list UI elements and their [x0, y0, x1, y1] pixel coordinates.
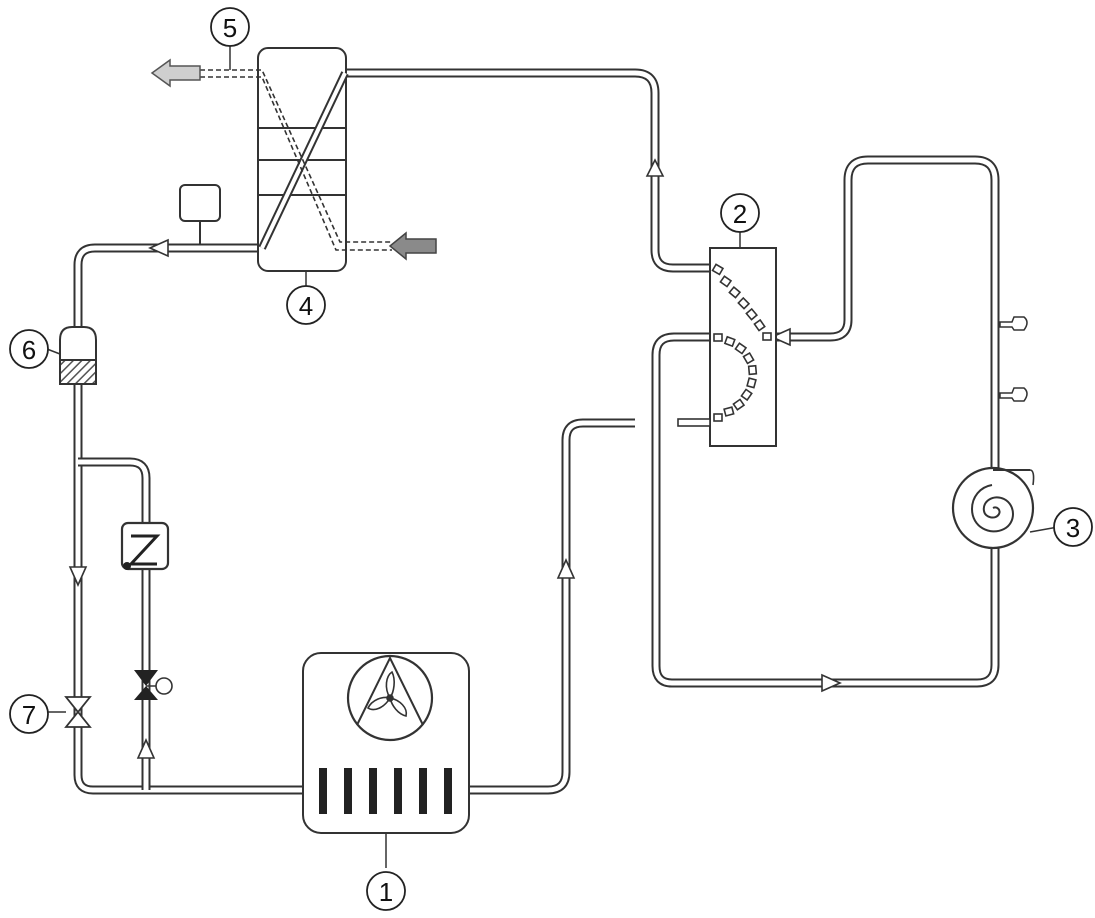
water-out-arrow — [150, 58, 201, 88]
flow-arrow-down-left-pipe — [68, 566, 88, 587]
callout-7-label: 7 — [22, 700, 36, 730]
flow-arrow-up-bypass — [136, 738, 156, 759]
pressure-sensor-upper — [999, 316, 1028, 331]
receiver — [46, 326, 97, 385]
callout-4: 4 — [286, 285, 326, 325]
flow-arrow-left-top — [148, 238, 169, 258]
pipes — [73, 68, 1000, 795]
callout-3-label: 3 — [1066, 513, 1080, 543]
callout-7: 7 — [9, 694, 49, 734]
callout-1: 1 — [366, 871, 406, 911]
callout-2: 2 — [720, 193, 760, 233]
callout-2-label: 2 — [733, 199, 747, 229]
expansion-valve-icon — [134, 670, 173, 700]
fan-icon — [366, 670, 408, 717]
callout-6-label: 6 — [22, 335, 36, 365]
water-in-arrow — [388, 231, 437, 261]
fan-fins — [319, 768, 452, 814]
heat-exchanger — [677, 232, 777, 447]
flow-arrow-up-right-pipe — [645, 158, 665, 177]
valve — [47, 696, 92, 728]
flow-arrow-up-riser — [556, 558, 576, 579]
compressor — [951, 316, 1059, 550]
coil-segments — [711, 263, 772, 422]
pressure-sensor-lower — [999, 387, 1028, 402]
flow-arrow-into-exchanger-2 — [770, 327, 791, 347]
callout-6: 6 — [9, 329, 49, 369]
callout-3: 3 — [1053, 507, 1093, 547]
solenoid-valve-icon — [120, 521, 170, 571]
flow-arrow-bottom-right — [821, 673, 842, 693]
sensor-icon — [179, 184, 221, 244]
flow-arrows — [68, 158, 842, 759]
spiral-compressor-icon — [970, 469, 1030, 533]
water-heat-exchanger — [150, 44, 437, 287]
callout-4-label: 4 — [299, 291, 313, 321]
pipe-bypass-branch — [78, 457, 151, 790]
callout-1-label: 1 — [379, 877, 393, 907]
callout-5: 5 — [210, 7, 250, 47]
callout-5-label: 5 — [223, 13, 237, 43]
fan-unit — [302, 652, 470, 868]
